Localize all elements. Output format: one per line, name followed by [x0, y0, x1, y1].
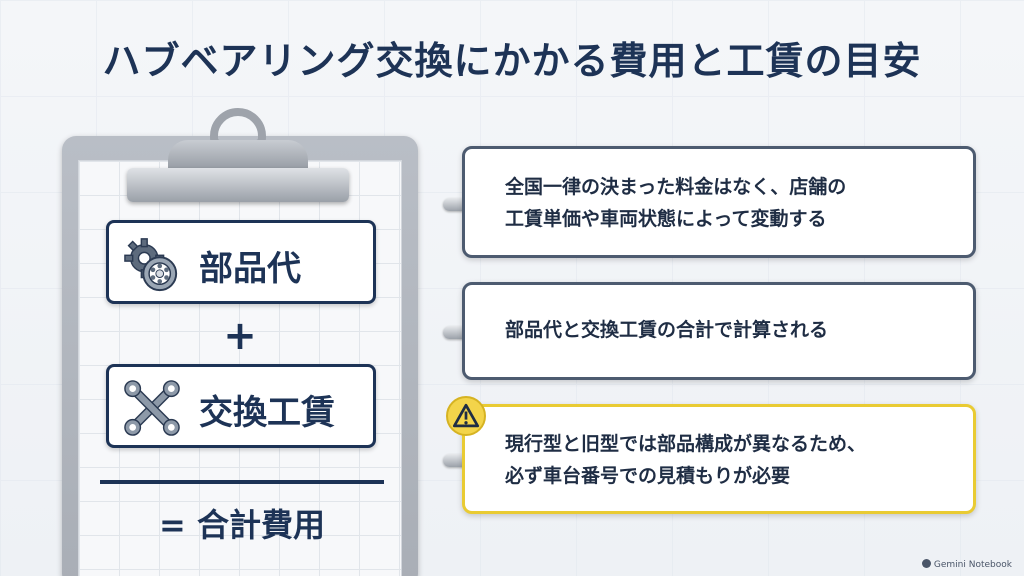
parts-cost-label: 部品代 [199, 249, 301, 289]
gear-bearing-icon [124, 238, 178, 292]
note-card-total-calculation: 部品代と交換工賃の合計で計算される [462, 282, 976, 380]
note-text-line: 必ず車台番号での見積もりが必要 [505, 465, 791, 487]
clipboard-clip [127, 168, 349, 202]
note-text-line: 工賃単価や車両状態によって変動する [505, 208, 827, 230]
gemini-notebook-credit: Gemini Notebook [921, 559, 1012, 570]
crossed-wrenches-icon [124, 380, 180, 436]
total-divider [100, 480, 384, 484]
page-title: ハブベアリング交換にかかる費用と工賃の目安 [102, 39, 922, 83]
note-text-line: 現行型と旧型では部品構成が異なるため、 [505, 433, 867, 455]
credit-text: Gemini Notebook [933, 560, 1012, 570]
note-card-pricing-varies: 全国一律の決まった料金はなく、店舗の 工賃単価や車両状態によって変動する [462, 146, 976, 258]
labor-cost-box: 交換工賃 [106, 364, 376, 448]
note-text-line: 全国一律の決まった料金はなく、店舗の [505, 176, 847, 198]
parts-cost-box: 部品代 [106, 220, 376, 304]
plus-sign: + [223, 313, 257, 359]
note-card-vin-estimate-warning: 現行型と旧型では部品構成が異なるため、 必ず車台番号での見積もりが必要 [462, 404, 976, 514]
total-cost-label: = 合計費用 [159, 506, 325, 544]
warning-triangle-icon [446, 396, 486, 436]
note-text-line: 部品代と交換工賃の合計で計算される [505, 319, 829, 341]
labor-cost-label: 交換工賃 [199, 393, 335, 433]
gemini-logo-icon [921, 559, 931, 568]
